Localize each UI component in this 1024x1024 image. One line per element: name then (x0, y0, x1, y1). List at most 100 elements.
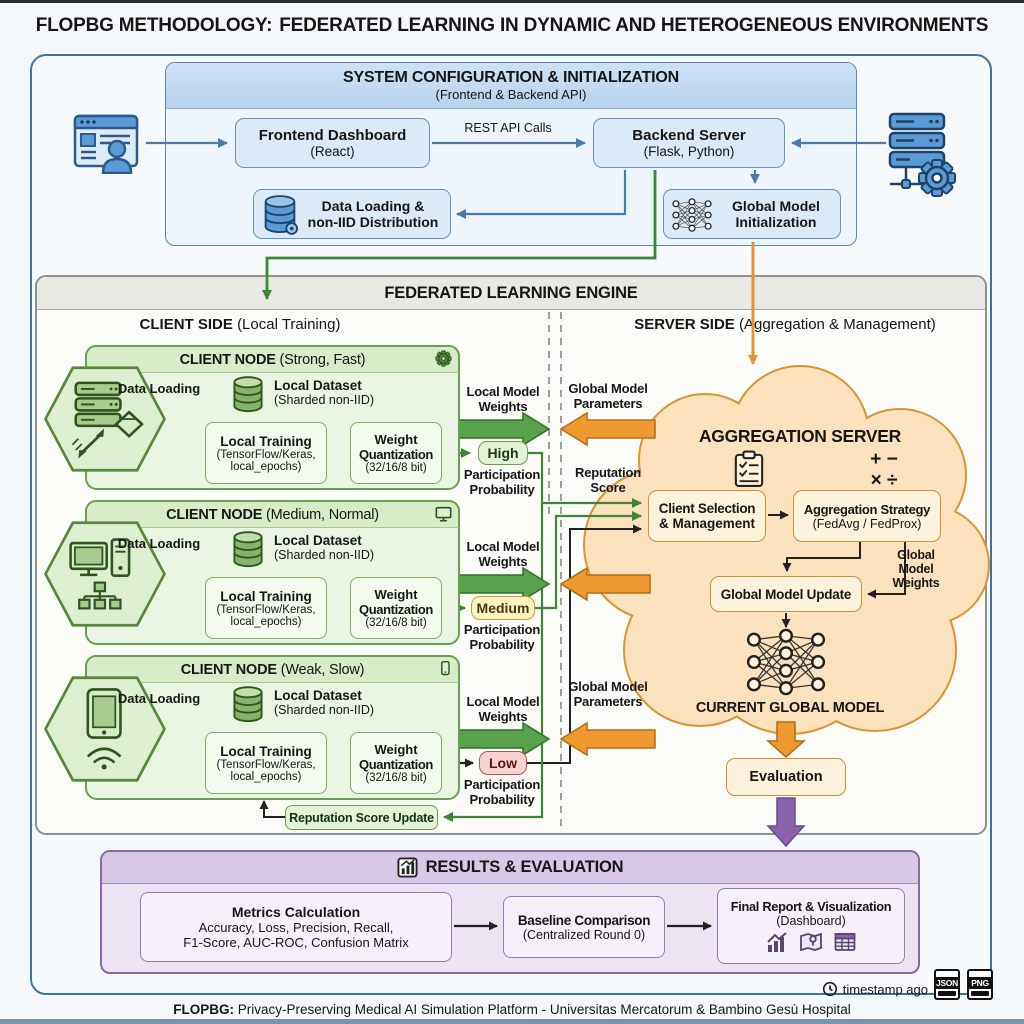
metrics-line3: F1-Score, AUC-ROC, Confusion Matrix (183, 935, 409, 950)
side-divider (548, 312, 562, 828)
gp-line1: Global Model (568, 679, 648, 694)
lw-line2: Weights (478, 708, 528, 724)
results-header: RESULTS & EVALUATION (102, 852, 918, 884)
client-node-strong: CLIENT NODE (Strong, Fast) (44, 345, 564, 497)
aggregation-strategy-box: Aggregation Strategy (FedAvg / FedProx) (793, 490, 941, 542)
local-dataset-label: Local Dataset (Sharded non-IID) (274, 378, 414, 407)
page-title-strong: FLOPBG METHODOLOGY: (35, 15, 273, 36)
gu-line: Global Model Update (720, 586, 852, 602)
wq-line2: Quantization (359, 757, 433, 772)
arrow-weights-to-update (867, 541, 906, 599)
local-weights-label: Local Model Weights (455, 539, 551, 569)
data-loading-label: Data Loading (117, 536, 201, 551)
local-training-box: Local Training (TensorFlow/Keras, local_… (205, 422, 327, 484)
cs-line2: & Management (658, 516, 756, 531)
local-dataset-line1: Local Dataset (274, 688, 362, 703)
wq-line3: (32/16/8 bit) (365, 462, 427, 474)
dataset-db-icon (231, 685, 265, 725)
current-model-label: CURRENT GLOBAL MODEL (695, 700, 885, 716)
arrow-strategy-to-update (782, 541, 861, 572)
lt-line1: Local Training (220, 588, 312, 604)
node-title-strong: CLIENT NODE (180, 661, 277, 678)
server-side-strong: SERVER SIDE (634, 315, 735, 333)
lt-line3: local_epochs) (230, 615, 302, 628)
global-init-line2: Initialization (735, 214, 817, 230)
local-weights-arrows (454, 411, 551, 757)
line-chart-icon (765, 931, 789, 953)
monitor-icon (434, 505, 453, 523)
rs-line1: Reputation (575, 465, 641, 480)
frontend-box: Frontend Dashboard (React) (235, 118, 430, 168)
data-loading-label: Data Loading (117, 691, 201, 706)
user-browser-icon (72, 112, 144, 174)
node-title-type: (Weak, Slow) (280, 661, 365, 678)
local-dataset-line1: Local Dataset (274, 533, 362, 548)
final-report-box: Final Report & Visualization (Dashboard) (717, 888, 905, 964)
server-side-label: SERVER SIDE (Aggregation & Management) (600, 314, 970, 334)
participation-label: Participation Probability (452, 622, 552, 652)
backend-line1: Backend Server (632, 127, 746, 144)
wq-line1: Weight (374, 432, 418, 447)
results-title: RESULTS & EVALUATION (425, 858, 624, 876)
credit-strong: FLOPBG: (173, 1001, 234, 1017)
lw-line1: Local Model (466, 694, 540, 709)
participation-label: Participation Probability (452, 467, 552, 497)
device-hexagon-server (44, 366, 166, 472)
lt-line3: local_epochs) (230, 770, 302, 783)
node-title-strong: CLIENT NODE (179, 351, 276, 368)
baseline-box: Baseline Comparison (Centralized Round 0… (503, 896, 665, 958)
global-update-box: Global Model Update (710, 576, 862, 612)
global-init-line1: Global Model (732, 198, 820, 214)
lt-line2: (TensorFlow/Keras, (216, 603, 316, 616)
flow-reputation-update (443, 503, 544, 822)
participation-badge-medium: Medium (471, 596, 535, 620)
gmw-line3: Weights (892, 576, 940, 590)
weight-quant-box: Weight Quantization (32/16/8 bit) (350, 732, 442, 794)
final-line1: Final Report & Visualization (730, 899, 892, 914)
credit-rest: Privacy-Preserving Medical AI Simulation… (237, 1001, 851, 1017)
pp-line2: Probability (469, 636, 535, 652)
wq-line2: Quantization (359, 447, 433, 462)
client-node-medium-header: CLIENT NODE (Medium, Normal) (85, 500, 460, 528)
page-title-rest: FEDERATED LEARNING IN DYNAMIC AND HETERO… (279, 15, 989, 36)
reputation-update-badge: Reputation Score Update (285, 805, 438, 830)
global-params-label-bottom: Global Model Parameters (558, 679, 658, 709)
pp-line2: Probability (469, 791, 535, 807)
timestamp-label: timestamp ago (842, 981, 928, 997)
wq-line3: (32/16/8 bit) (365, 772, 427, 784)
database-icon (262, 194, 298, 236)
global-params-arrows (559, 411, 656, 757)
wq-line1: Weight (374, 587, 418, 602)
server-gear-icon (888, 110, 958, 202)
participation-badge-low: Low (479, 751, 527, 775)
page-title: FLOPBG METHODOLOGY: FEDERATED LEARNING IN… (0, 8, 1024, 44)
weight-quant-box: Weight Quantization (32/16/8 bit) (350, 577, 442, 639)
local-dataset-line2: (Sharded non-IID) (274, 548, 375, 562)
json-export-icon[interactable]: JSON (934, 969, 960, 1000)
flow-high-to-selection (528, 451, 642, 508)
lt-line1: Local Training (220, 433, 312, 449)
arrow-backend-to-dataload (456, 170, 627, 219)
wq-line1: Weight (374, 742, 418, 757)
reputation-score-label: Reputation Score (560, 465, 656, 495)
arrow-cloud-to-evaluation (766, 721, 806, 759)
client-node-strong-header: CLIENT NODE (Strong, Fast) (85, 345, 460, 373)
png-label: PNG (967, 977, 993, 989)
data-loading-line1: Data Loading & (321, 198, 425, 214)
backend-line2: (Flask, Python) (643, 144, 735, 159)
pp-line1: Participation (463, 467, 541, 482)
flow-medium-to-selection (534, 511, 642, 610)
aggregation-server-title: AGGREGATION SERVER (698, 425, 902, 446)
data-loading-label: Data Loading (117, 381, 201, 396)
lt-line1: Local Training (220, 743, 312, 759)
metrics-line1: Metrics Calculation (231, 904, 361, 920)
clipboard-icon (733, 450, 765, 488)
client-side-rest: (Local Training) (237, 315, 341, 333)
png-export-icon[interactable]: PNG (967, 969, 993, 1000)
client-node-weak: CLIENT NODE (Weak, Slow) Data Loading (44, 655, 564, 807)
engine-title: FEDERATED LEARNING ENGINE (384, 283, 638, 302)
client-side-label: CLIENT SIDE (Local Training) (60, 314, 420, 334)
dataset-db-icon (231, 530, 265, 570)
neural-net-icon (670, 196, 714, 234)
global-weights-label: Global Model Weights (876, 548, 956, 590)
